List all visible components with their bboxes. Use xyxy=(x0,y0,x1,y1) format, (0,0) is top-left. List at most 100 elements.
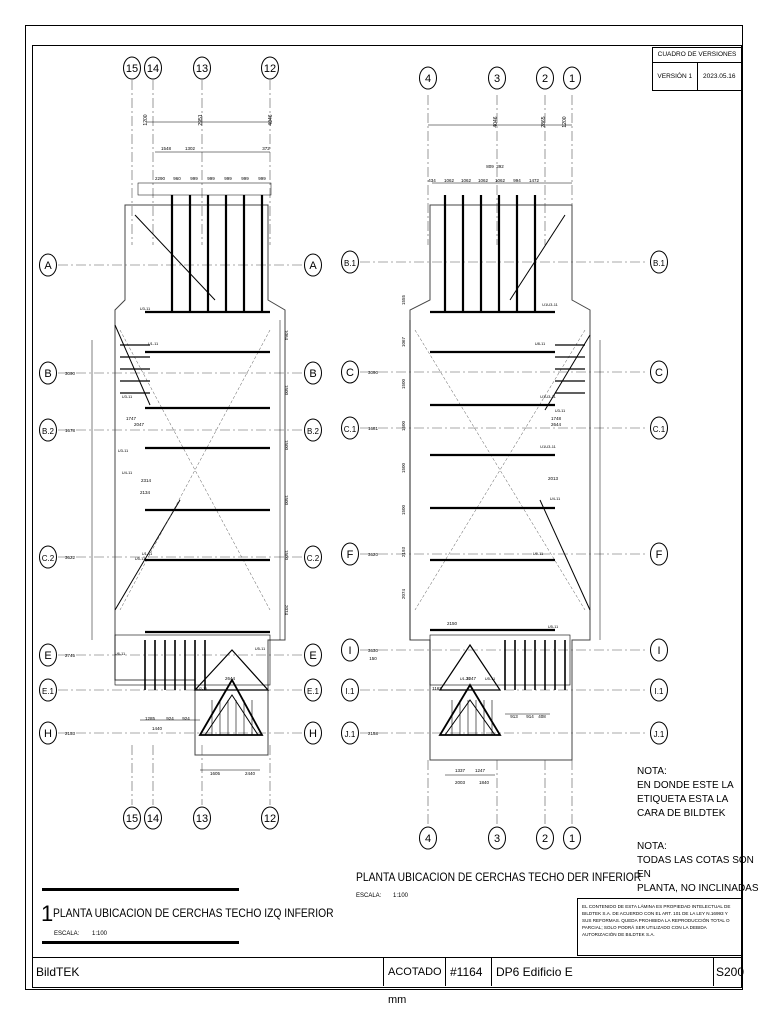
project-name: DP6 Edificio E xyxy=(492,958,714,986)
dimension-label: 2047 xyxy=(466,676,477,681)
dimension-label: 913 xyxy=(510,714,518,719)
dimension-label: 1500 xyxy=(401,504,406,515)
dimension-label: 1500 xyxy=(401,420,406,431)
axis-bubble-bottom-label: 3 xyxy=(494,833,500,845)
hip-line xyxy=(539,499,591,611)
axis-bubble-left xyxy=(341,678,359,702)
dimension-label: 434 xyxy=(428,178,436,183)
axis-bubble-left-label: B.2 xyxy=(42,427,55,436)
axis-bubble-left xyxy=(39,418,57,442)
axis-bubble-bottom-label: 1 xyxy=(569,833,575,845)
truss-tag: U5-11 xyxy=(485,676,496,681)
axis-bubble-right xyxy=(650,416,668,440)
king-truss xyxy=(193,649,270,691)
dimension-label: 1605 xyxy=(210,771,221,776)
hip-line xyxy=(544,334,591,411)
axis-bubble-left-label: C xyxy=(346,367,354,379)
dimension-label: 2440 xyxy=(245,771,256,776)
truss-dimension-band xyxy=(137,182,272,196)
axis-bubble-top xyxy=(193,56,211,80)
dimension-label: 2644 xyxy=(225,676,236,681)
dimension-label: 1067 xyxy=(401,336,406,347)
level-label: 2745 xyxy=(65,653,76,658)
axis-bubble-bottom xyxy=(419,826,437,850)
dimension-label: 4046 xyxy=(268,114,274,125)
axis-bubble-right xyxy=(304,253,322,277)
level-label: 3090 xyxy=(368,370,379,375)
hip-line xyxy=(119,329,271,611)
hip-line xyxy=(119,329,271,611)
axis-bubble-bottom xyxy=(123,806,141,830)
roof-outline-right xyxy=(409,204,591,761)
axis-bubble-right-label: C.2 xyxy=(307,554,320,563)
axis-bubble-bottom xyxy=(563,826,581,850)
truss-tag: U5-11 xyxy=(255,646,266,651)
version-label: VERSIÓN 1 xyxy=(653,63,698,90)
left-scale-label: ESCALA: xyxy=(54,931,80,937)
dimension-label: 408 xyxy=(538,714,546,719)
axis-bubble-left-label: H xyxy=(44,728,52,740)
axis-bubble-left xyxy=(39,643,57,667)
axis-bubble-right xyxy=(650,721,668,745)
dimension-label: 999 xyxy=(190,176,198,181)
axis-bubble-left-label: B.1 xyxy=(344,259,357,268)
units-label: ACOTADO mm xyxy=(384,958,446,1006)
dimension-label: 1200 xyxy=(143,114,149,125)
dimension-label: 999 xyxy=(241,176,249,181)
axis-bubble-left xyxy=(341,638,359,662)
level-label: 3630 xyxy=(368,648,379,653)
company-name: BildTEK xyxy=(32,958,384,986)
axis-bubble-left-label: J.1 xyxy=(345,730,356,739)
king-truss xyxy=(438,643,502,691)
roof-outline-left xyxy=(114,204,286,756)
axis-bubble-top-label: 4 xyxy=(425,73,431,85)
king-truss xyxy=(438,683,502,736)
level-label: 3090 xyxy=(65,371,76,376)
truss-tag: U2-11 xyxy=(197,686,208,691)
dimension-label: 392 xyxy=(496,164,504,169)
note-line: EN DONDE ESTE LA xyxy=(637,780,734,791)
left-title-rule-bottom xyxy=(42,941,239,944)
truss-tag: U9-11 xyxy=(533,551,544,556)
truss-tag: U1-11 xyxy=(148,341,159,346)
level-label: 1678 xyxy=(65,428,76,433)
legal-notice: EL CONTENIDO DE ESTA LÁMINA ES PROPIEDAD… xyxy=(577,898,742,956)
dimension-label: 1840 xyxy=(479,780,490,785)
truss-tag: U1U3-11 xyxy=(540,394,556,399)
axis-bubble-left-label: B xyxy=(44,368,51,380)
truss-tag: U4-11 xyxy=(122,470,133,475)
level-label: 2158 xyxy=(368,731,379,736)
hip-line xyxy=(414,329,586,611)
axis-bubble-right-label: A xyxy=(309,260,317,272)
dimension-label: 1302 xyxy=(185,146,196,151)
dimension-label: 914 xyxy=(526,714,534,719)
axis-bubble-left xyxy=(39,678,57,702)
truss-tag: U1-11 xyxy=(460,676,471,681)
dimension-label: 4046 xyxy=(493,116,499,127)
axis-bubble-left-label: I xyxy=(348,645,351,657)
dimension-label: 2644 xyxy=(551,422,562,427)
right-plan-title: PLANTA UBICACION DE CERCHAS TECHO DER IN… xyxy=(356,870,642,884)
hip-line xyxy=(509,214,566,301)
level-label: 3622 xyxy=(65,555,76,560)
truss-tag: U5-11 xyxy=(548,624,559,629)
axis-bubble-top xyxy=(536,66,554,90)
axis-bubble-top-label: 13 xyxy=(196,63,208,75)
level-label: 150 xyxy=(369,656,377,661)
left-scale-value: 1:100 xyxy=(92,931,108,937)
level-label: 1681 xyxy=(368,426,379,431)
dimension-label: 999 xyxy=(224,176,232,181)
version-date: 2023.05.16 xyxy=(702,73,736,80)
dimension-label: 1062 xyxy=(495,178,506,183)
axis-bubble-top xyxy=(261,56,279,80)
axis-bubble-bottom-label: 12 xyxy=(264,813,276,825)
note-title: NOTA: xyxy=(637,841,667,852)
axis-bubble-left xyxy=(341,542,359,566)
axis-bubble-left xyxy=(39,361,57,385)
axis-bubble-left xyxy=(341,360,359,384)
sheet-number: S200 xyxy=(716,965,745,979)
truss-tag: U3-11 xyxy=(118,448,129,453)
truss-tag: U8-11 xyxy=(535,341,546,346)
truss-tag: U6-11 xyxy=(115,651,126,656)
